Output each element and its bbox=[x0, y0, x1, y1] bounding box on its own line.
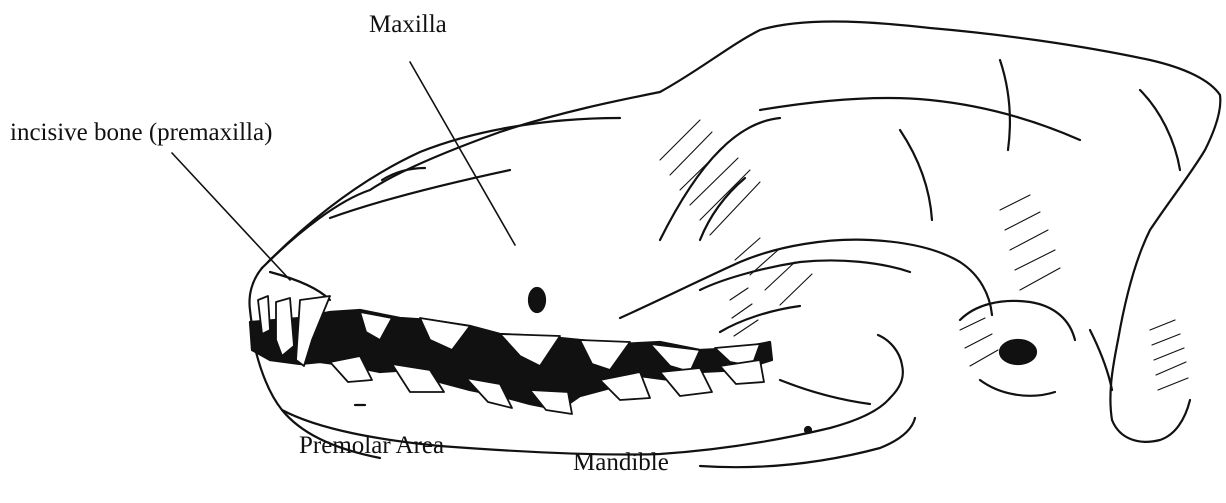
incisive-bone-label: incisive bone (premaxilla) bbox=[10, 120, 272, 145]
maxilla-label: Maxilla bbox=[369, 12, 447, 37]
external-acoustic-meatus bbox=[1000, 340, 1036, 364]
incisive-leader-line bbox=[172, 153, 290, 280]
mandible-label: Mandible bbox=[573, 450, 669, 475]
nasal-bone bbox=[268, 118, 620, 262]
occipital-region bbox=[1110, 340, 1190, 442]
zygomatic-arch bbox=[620, 240, 992, 318]
orbit bbox=[660, 118, 780, 240]
temporal-line bbox=[760, 98, 1080, 140]
maxilla-leader-line bbox=[410, 62, 515, 245]
premolar-area-label: Premolar Area bbox=[299, 433, 444, 458]
infraorbital-foramen bbox=[529, 288, 545, 312]
